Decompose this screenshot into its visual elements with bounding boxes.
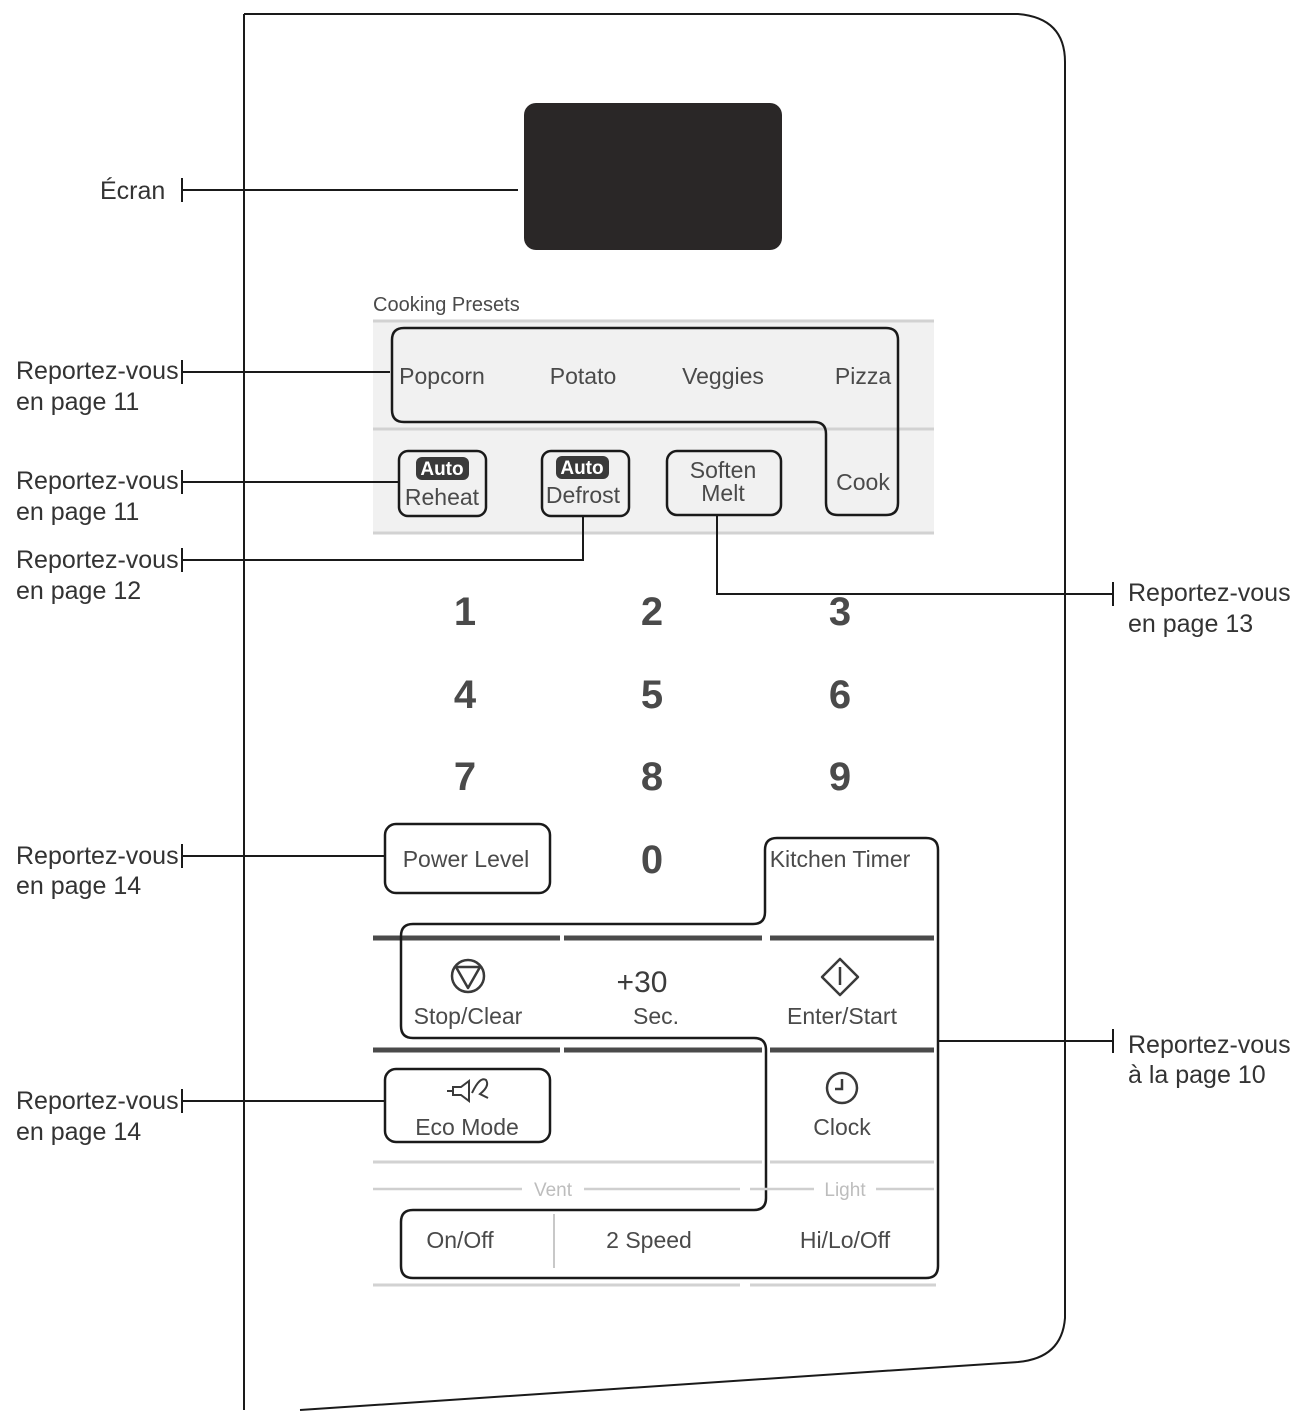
sec-label: Sec. <box>633 1003 679 1029</box>
auto-badge-defrost <box>556 456 609 479</box>
preset-veggies[interactable]: Veggies <box>682 363 764 389</box>
clock-label: Clock <box>813 1114 871 1140</box>
preset-potato[interactable]: Potato <box>550 363 617 389</box>
power-level-button[interactable]: Power Level <box>383 822 552 895</box>
power-level-label: Power Level <box>403 846 530 872</box>
digit-1[interactable]: 1 <box>454 590 476 634</box>
digit-8[interactable]: 8 <box>641 755 663 799</box>
callout-soften-leader <box>716 515 1113 595</box>
digit-7[interactable]: 7 <box>454 755 476 799</box>
digit-2[interactable]: 2 <box>641 590 663 634</box>
light-label: Light <box>824 1180 866 1201</box>
stop-clear-button[interactable]: Stop/Clear <box>414 958 523 1029</box>
clock-button[interactable]: Clock <box>813 1071 871 1140</box>
kitchen-timer-label[interactable]: Kitchen Timer <box>770 846 911 872</box>
presets-bracket <box>390 326 900 517</box>
callout-defrost-leader <box>182 517 584 561</box>
callout-display-label: Écran <box>100 176 165 205</box>
callout-soften-line2: en page 13 <box>1128 610 1253 638</box>
melt-label: Melt <box>701 480 745 506</box>
eco-mode-button[interactable]: Eco Mode <box>383 1067 552 1144</box>
display-screen <box>524 103 782 250</box>
panel-outline <box>243 13 1066 1411</box>
enter-start-label: Enter/Start <box>787 1003 898 1029</box>
preset-popcorn[interactable]: Popcorn <box>399 363 485 389</box>
digit-9[interactable]: 9 <box>829 755 851 799</box>
timer-group-outline <box>399 836 940 1280</box>
callout-presets-line2: en page 11 <box>16 388 139 416</box>
preset-band-top <box>373 321 934 429</box>
section-title: Cooking Presets <box>373 294 520 316</box>
soften-melt-button[interactable]: Soften Melt <box>665 449 783 517</box>
callout-eco-line2: en page 14 <box>16 1118 141 1146</box>
light-hi-lo-off-button[interactable]: Hi/Lo/Off <box>800 1227 891 1253</box>
auto-defrost-label: Defrost <box>546 482 621 508</box>
auto-defrost-button[interactable]: Auto Defrost <box>540 449 631 518</box>
callout-defrost-line2: en page 12 <box>16 577 141 605</box>
vent-label: Vent <box>534 1180 573 1201</box>
start-icon <box>820 957 860 997</box>
callout-presets-line1: Reportez-vous <box>16 357 179 385</box>
vent-2-speed-button[interactable]: 2 Speed <box>606 1227 692 1253</box>
enter-start-button[interactable]: Enter/Start <box>787 957 898 1029</box>
callout-defrost-line1: Reportez-vous <box>16 546 179 574</box>
soften-label: Soften <box>690 457 757 483</box>
callout-timer-line1: Reportez-vous <box>1128 1031 1291 1059</box>
auto-badge-defrost-text: Auto <box>560 458 603 479</box>
callout-timer-line2: à la page 10 <box>1128 1061 1266 1089</box>
callout-soften-line1: Reportez-vous <box>1128 579 1291 607</box>
cook-label: Cook <box>836 469 890 495</box>
callout-reheat-line2: en page 11 <box>16 498 139 526</box>
clock-icon <box>825 1071 859 1105</box>
auto-badge-reheat-text: Auto <box>420 459 463 480</box>
preset-pizza[interactable]: Pizza <box>835 363 891 389</box>
eco-plug-icon <box>447 1078 489 1103</box>
eco-mode-label: Eco Mode <box>415 1114 519 1140</box>
auto-badge-reheat <box>416 457 469 480</box>
digit-0[interactable]: 0 <box>641 838 663 882</box>
digit-6[interactable]: 6 <box>829 673 851 717</box>
digit-4[interactable]: 4 <box>454 673 477 717</box>
callout-reheat-line1: Reportez-vous <box>16 467 179 495</box>
plus-30-label: +30 <box>617 966 668 999</box>
vent-on-off-button[interactable]: On/Off <box>426 1227 494 1253</box>
stop-clear-label: Stop/Clear <box>414 1003 523 1029</box>
stop-icon <box>450 958 486 994</box>
digit-3[interactable]: 3 <box>829 590 851 634</box>
plus-30-sec-button[interactable]: +30 Sec. <box>617 966 679 1029</box>
callout-power-line2: en page 14 <box>16 872 141 900</box>
digit-5[interactable]: 5 <box>641 673 663 717</box>
auto-reheat-label: Reheat <box>405 484 480 510</box>
callout-eco-line1: Reportez-vous <box>16 1087 179 1115</box>
callout-power-line1: Reportez-vous <box>16 842 179 870</box>
auto-reheat-button[interactable]: Auto Reheat <box>397 449 488 518</box>
